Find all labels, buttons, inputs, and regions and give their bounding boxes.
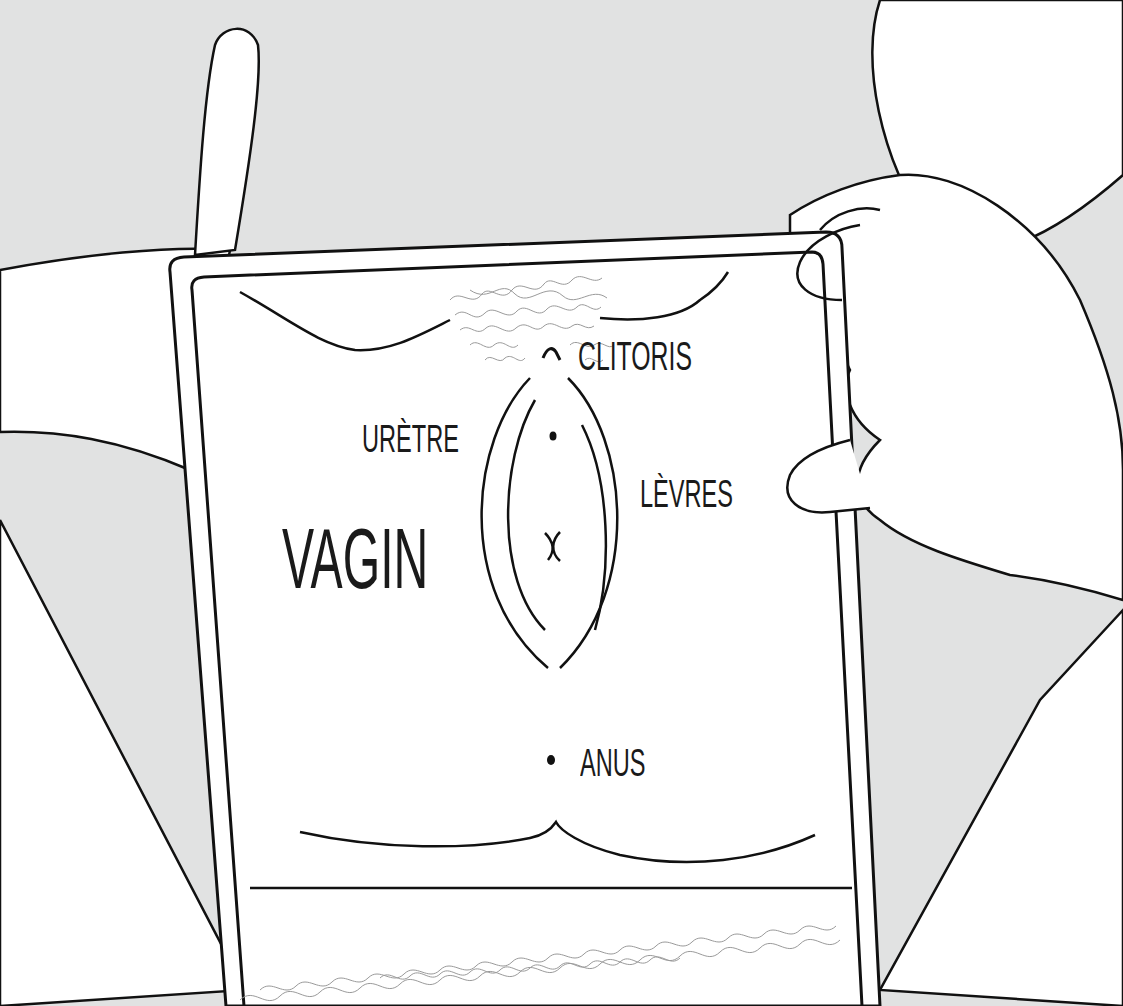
- inner-labia: [582, 425, 606, 630]
- outer-labia: [560, 378, 617, 668]
- body-contour: [300, 822, 815, 862]
- anus-dot: [547, 755, 555, 765]
- clitoral-hood: [543, 349, 560, 360]
- part-label: VAGIN: [282, 515, 428, 601]
- part-label: LÈVRES: [640, 475, 733, 513]
- mirror-glass: [192, 252, 862, 1006]
- vaginal-opening: [545, 532, 560, 561]
- part-label: CLITORIS: [578, 336, 692, 376]
- inner-labia: [508, 400, 545, 630]
- outer-labia: [482, 378, 548, 668]
- leg: [880, 610, 1123, 1006]
- part-label: URÈTRE: [362, 420, 459, 458]
- part-label: ANUS: [580, 744, 645, 782]
- thumb: [195, 29, 259, 255]
- body-contour: [250, 887, 852, 890]
- urethra-dot: [550, 432, 557, 441]
- mirror-frame: [170, 232, 880, 1006]
- hair: [240, 277, 840, 1001]
- finger: [787, 440, 870, 512]
- body-contour: [240, 292, 450, 350]
- body-contour: [600, 272, 728, 319]
- finger: [797, 208, 880, 300]
